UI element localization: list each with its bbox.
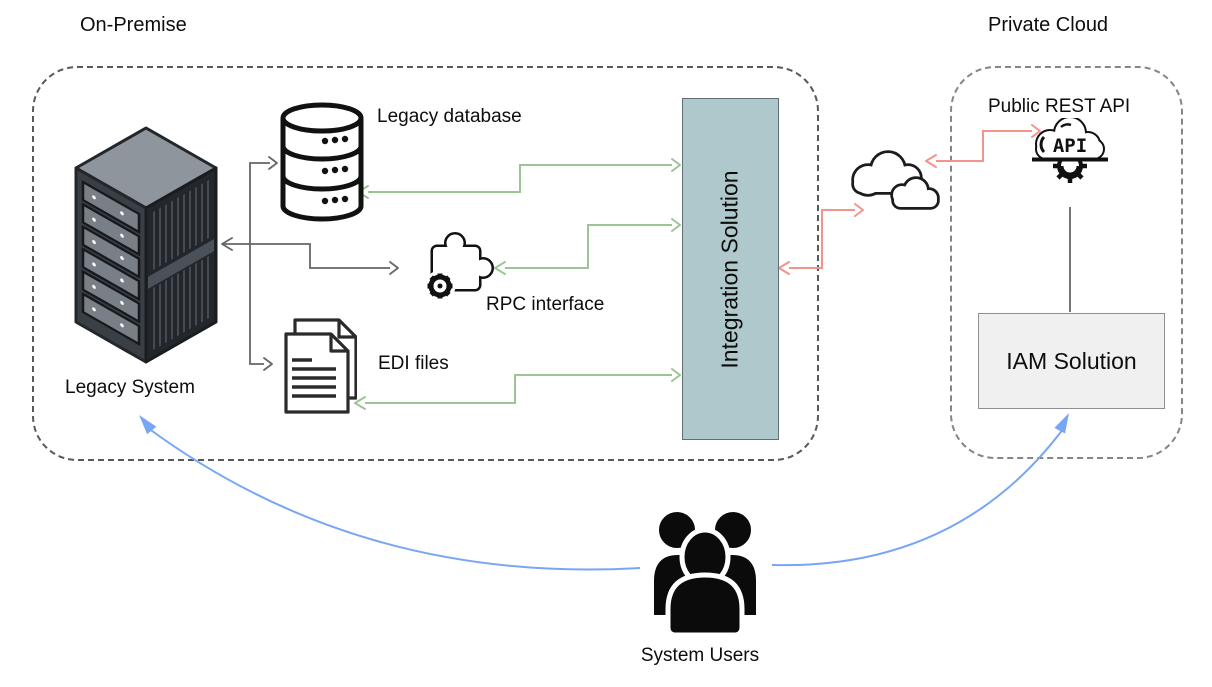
rpc-interface-label: RPC interface — [486, 294, 605, 315]
public-rest-api-label: Public REST API — [988, 96, 1131, 117]
puzzle-gear-icon — [424, 232, 494, 302]
system-users-label: System Users — [640, 645, 760, 666]
edi-files-label: EDI files — [378, 353, 449, 374]
integration-solution-label: Integration Solution — [717, 169, 744, 369]
integration-solution-node: Integration Solution — [682, 98, 779, 440]
private-cloud-title: Private Cloud — [988, 14, 1109, 36]
double-cloud-icon — [851, 150, 940, 210]
gear-icon — [424, 270, 456, 302]
iam-solution-label: IAM Solution — [1006, 347, 1137, 374]
database-icon — [280, 102, 364, 222]
server-rack-icon — [74, 126, 218, 364]
iam-solution-node: IAM Solution — [978, 313, 1165, 409]
legacy-database-label: Legacy database — [377, 106, 522, 127]
legacy-system-label: Legacy System — [65, 377, 195, 398]
user-group-icon — [650, 508, 760, 637]
api-icon-text: API — [1053, 135, 1087, 157]
on-premise-title: On-Premise — [80, 14, 187, 36]
api-cloud-gear-icon: API — [1032, 118, 1108, 183]
documents-icon — [284, 318, 357, 414]
